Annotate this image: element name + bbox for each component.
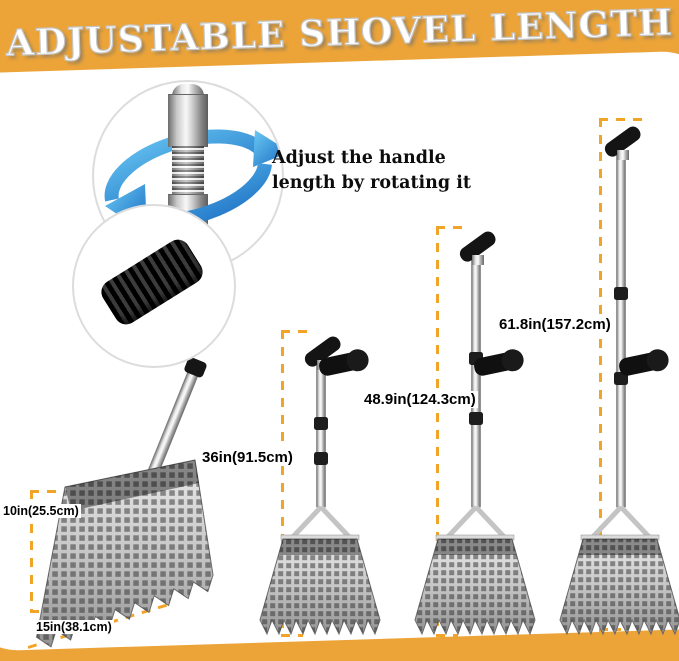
- shovel-illustration-48in: [414, 231, 536, 636]
- measure-tick: [30, 490, 72, 493]
- measure-tick: [599, 118, 643, 121]
- shovel-illustration-tilted: [36, 357, 214, 648]
- shovel-illustration-36in: [259, 336, 381, 636]
- pole: [616, 151, 626, 508]
- annotation-line2: length by rotating it: [272, 173, 471, 194]
- measure-line-48in: [436, 226, 439, 637]
- measure-line-36in: [281, 330, 284, 637]
- scoop: [259, 534, 381, 636]
- measure-tick: [599, 628, 621, 631]
- annotation-line1: Adjust the handle: [272, 148, 446, 168]
- scoop: [36, 459, 214, 648]
- measure-tick: [281, 634, 303, 637]
- measure-tick: [436, 226, 470, 229]
- pole: [145, 357, 207, 482]
- measure-tick: [281, 330, 315, 333]
- assist-grip: [319, 349, 369, 376]
- top-grip: [459, 231, 496, 262]
- annotation-text: Adjust the handle length by rotating it: [272, 146, 482, 197]
- measure-tick: [436, 634, 458, 637]
- measurement-label-61in: 61.8in(157.2cm): [497, 316, 613, 333]
- pole-top-cap: [172, 84, 204, 96]
- measurement-label-48in: 48.9in(124.3cm): [362, 391, 478, 408]
- measurement-label-36in: 36in(91.5cm): [200, 449, 295, 466]
- scoop: [414, 534, 536, 636]
- rubber-grip: [96, 235, 208, 329]
- top-grip: [304, 336, 341, 367]
- measure-line-61in: [599, 118, 602, 632]
- threaded-section: [172, 146, 204, 194]
- measure-line-scoop-height: [30, 490, 33, 612]
- pole: [316, 361, 326, 508]
- measurement-label-scoop-width: 15in(38.1cm): [34, 620, 114, 634]
- top-grip: [604, 126, 641, 157]
- pole: [471, 256, 481, 508]
- chrome-pole-upper: [168, 94, 208, 147]
- measurement-label-scoop-height: 10in(25.5cm): [1, 504, 81, 518]
- assist-grip: [619, 349, 669, 376]
- scoop: [559, 534, 679, 636]
- rotation-arrows-icon: [104, 129, 282, 202]
- shovel-illustration-61in: [559, 126, 679, 636]
- grip-detail: [72, 204, 236, 368]
- assist-grip: [474, 349, 524, 376]
